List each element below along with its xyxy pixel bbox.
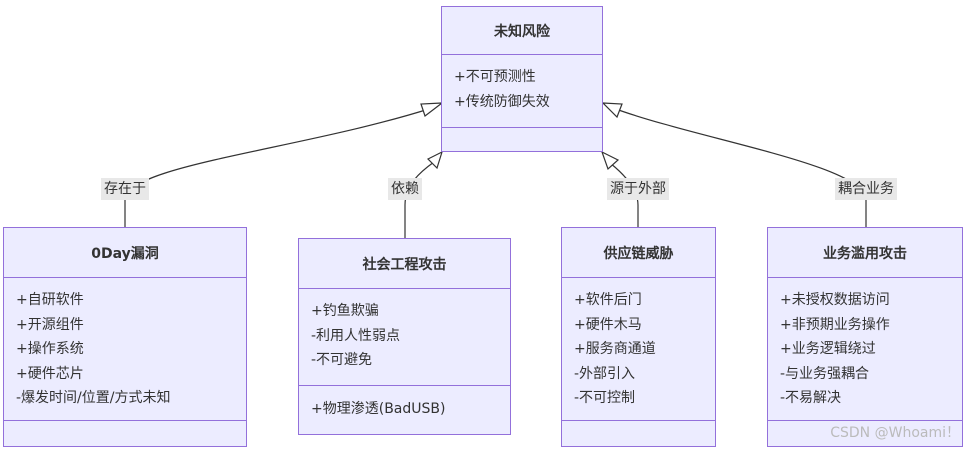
attribute: +操作系统 <box>16 341 84 358</box>
class-title: 供应链威胁 <box>562 228 715 278</box>
attribute: +硬件木马 <box>574 316 642 333</box>
edge-business-unknown <box>612 107 867 227</box>
attribute: +传统防御失效 <box>454 93 550 110</box>
class-methods: +物理渗透(BadUSB) <box>299 386 510 433</box>
class-business-abuse-attack[interactable]: 业务滥用攻击 +未授权数据访问 +非预期业务操作 +业务逻辑绕过 -与业务强耦合… <box>767 227 963 447</box>
class-attributes: +自研软件 +开源组件 +操作系统 +硬件芯片 -爆发时间/位置/方式未知 <box>4 278 246 421</box>
class-attributes: +不可预测性 +传统防御失效 <box>442 55 602 128</box>
arrowhead-supply-unknown <box>600 150 620 171</box>
arrowhead-social-unknown <box>426 150 443 170</box>
attribute: +业务逻辑绕过 <box>780 341 876 358</box>
class-supply-chain-threat[interactable]: 供应链威胁 +软件后门 +硬件木马 +服务商通道 -外部引入 -不可控制 <box>561 227 716 447</box>
edge-label-business: 耦合业务 <box>835 178 897 200</box>
attribute: -不易解决 <box>780 390 842 407</box>
class-methods <box>4 421 246 445</box>
class-attributes: +钓鱼欺骗 -利用人性弱点 -不可避免 <box>299 289 510 386</box>
class-attributes: +未授权数据访问 +非预期业务操作 +业务逻辑绕过 -与业务强耦合 -不易解决 <box>768 278 962 421</box>
edge-label-zeroday: 存在于 <box>101 178 149 200</box>
class-social-engineering[interactable]: 社会工程攻击 +钓鱼欺骗 -利用人性弱点 -不可避免 +物理渗透(BadUSB) <box>298 238 511 435</box>
edge-label-social: 依赖 <box>388 178 422 200</box>
watermark: CSDN @Whoami！ <box>830 425 960 441</box>
attribute: -不可避免 <box>311 352 373 369</box>
attribute: +自研软件 <box>16 292 84 308</box>
class-title: 业务滥用攻击 <box>768 228 962 278</box>
arrowhead-business-unknown <box>601 102 623 119</box>
class-methods <box>562 421 715 445</box>
attribute: -与业务强耦合 <box>780 365 870 382</box>
edge-zeroday-unknown <box>124 107 433 227</box>
attribute: +开源组件 <box>16 316 84 333</box>
attribute: +未授权数据访问 <box>780 292 890 308</box>
attribute: -爆发时间/位置/方式未知 <box>16 390 171 407</box>
attribute: +软件后门 <box>574 292 642 308</box>
class-title: 社会工程攻击 <box>299 239 510 289</box>
attribute: +钓鱼欺骗 <box>311 303 379 319</box>
class-unknown-risk[interactable]: 未知风险 +不可预测性 +传统防御失效 <box>441 6 603 152</box>
attribute: -不可控制 <box>574 390 636 407</box>
attribute: +不可预测性 <box>454 69 536 85</box>
class-title: 0Day漏洞 <box>4 228 246 278</box>
class-0day-vulnerability[interactable]: 0Day漏洞 +自研软件 +开源组件 +操作系统 +硬件芯片 -爆发时间/位置/… <box>3 227 247 447</box>
edge-social-unknown <box>404 161 435 238</box>
attribute: -利用人性弱点 <box>311 327 401 344</box>
class-attributes: +软件后门 +硬件木马 +服务商通道 -外部引入 -不可控制 <box>562 278 715 421</box>
attribute: -外部引入 <box>574 365 636 382</box>
attribute: +服务商通道 <box>574 341 656 358</box>
method: +物理渗透(BadUSB) <box>311 401 446 417</box>
attribute: +硬件芯片 <box>16 365 84 382</box>
class-title: 未知风险 <box>442 7 602 55</box>
class-methods <box>442 128 602 151</box>
attribute: +非预期业务操作 <box>780 316 890 333</box>
arrowhead-zeroday-unknown <box>420 102 444 117</box>
edge-label-supply: 源于外部 <box>607 178 669 200</box>
